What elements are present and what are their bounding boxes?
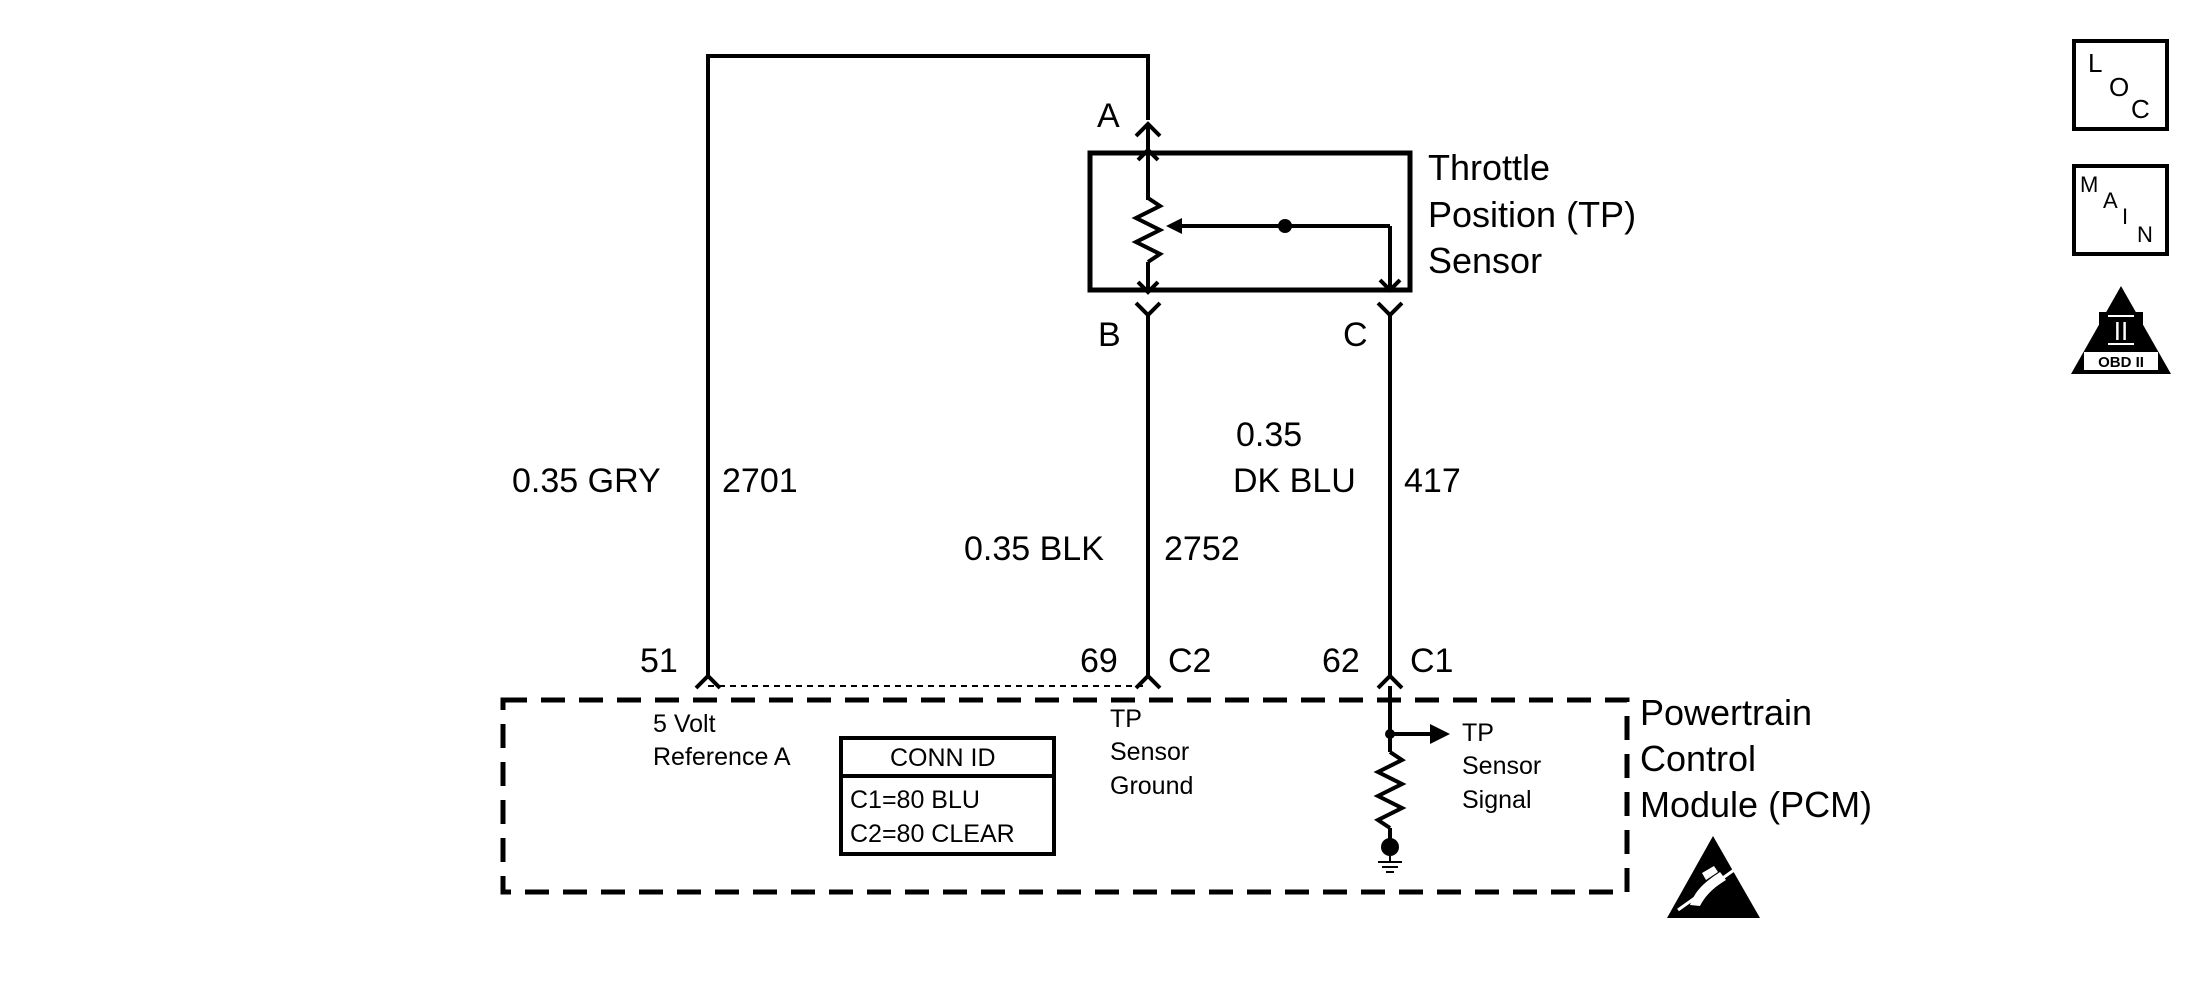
pin-69-label: 69 xyxy=(1080,642,1118,680)
svg-text:N: N xyxy=(2137,222,2153,247)
wire-2701 xyxy=(706,54,1150,675)
pin-62-terminal xyxy=(1376,673,1404,690)
svg-text:O: O xyxy=(2109,72,2129,102)
wire-417-color: DK BLU xyxy=(1233,462,1356,500)
svg-text:L: L xyxy=(2088,48,2102,78)
signal-input-circuit xyxy=(1373,686,1450,873)
wire-2701-size-color: 0.35 GRY xyxy=(512,462,661,500)
pin-69-terminal xyxy=(1134,673,1162,690)
connector-c-label: C xyxy=(1343,316,1368,354)
conn-id-header: CONN ID xyxy=(890,744,996,772)
ref-a-label: 5 Volt Reference A xyxy=(653,710,791,771)
svg-text:I: I xyxy=(2122,204,2128,229)
svg-text:II: II xyxy=(2114,316,2128,346)
svg-text:C: C xyxy=(2131,94,2150,124)
signal-arrow-icon xyxy=(1430,724,1450,744)
connector-c1-label: C1 xyxy=(1410,642,1453,680)
conn-id-row: C1=80 BLU xyxy=(850,786,980,814)
pin-62-label: 62 xyxy=(1322,642,1360,680)
svg-text:M: M xyxy=(2080,172,2098,197)
potentiometer-icon xyxy=(1131,196,1165,264)
pin-51-terminal xyxy=(694,673,722,690)
connector-b-label: B xyxy=(1098,316,1121,354)
obd-ii-icon[interactable]: II OBD II xyxy=(2071,286,2171,374)
connector-c-terminal xyxy=(1376,301,1404,318)
wire-417-circuit: 417 xyxy=(1404,462,1461,500)
wire-417-size: 0.35 xyxy=(1236,416,1302,454)
connector-b-terminal xyxy=(1134,301,1162,318)
wire-2752-circuit: 2752 xyxy=(1164,530,1240,568)
pin-51-label: 51 xyxy=(640,642,678,680)
esd-warning-icon xyxy=(1667,836,1760,918)
connector-c2-label: C2 xyxy=(1168,642,1211,680)
wire-2752-size-color: 0.35 BLK xyxy=(964,530,1104,568)
tp-sensor xyxy=(1087,147,1413,295)
ground-icon xyxy=(1378,856,1402,873)
sensor-signal-label: TP Sensor Signal xyxy=(1462,719,1548,814)
conn-id-table: CONN ID C1=80 BLU C2=80 CLEAR xyxy=(839,736,1056,856)
wire-2701-circuit: 2701 xyxy=(722,462,798,500)
pulldown-resistor-icon xyxy=(1373,750,1407,830)
pcm-outline xyxy=(500,697,1630,895)
location-icon[interactable]: L O C xyxy=(2072,39,2169,131)
tp-sensor-name: Throttle Position (TP) Sensor xyxy=(1428,147,1646,281)
conn-id-row: C2=80 CLEAR xyxy=(850,820,1015,848)
main-icon[interactable]: M A I N xyxy=(2072,164,2169,256)
connector-a-label: A xyxy=(1097,97,1120,135)
pcm-name: Powertrain Control Module (PCM) xyxy=(1640,692,1872,825)
svg-text:OBD II: OBD II xyxy=(2098,354,2144,371)
svg-text:A: A xyxy=(2103,188,2118,213)
sensor-ground-label: TP Sensor Ground xyxy=(1110,705,1196,800)
